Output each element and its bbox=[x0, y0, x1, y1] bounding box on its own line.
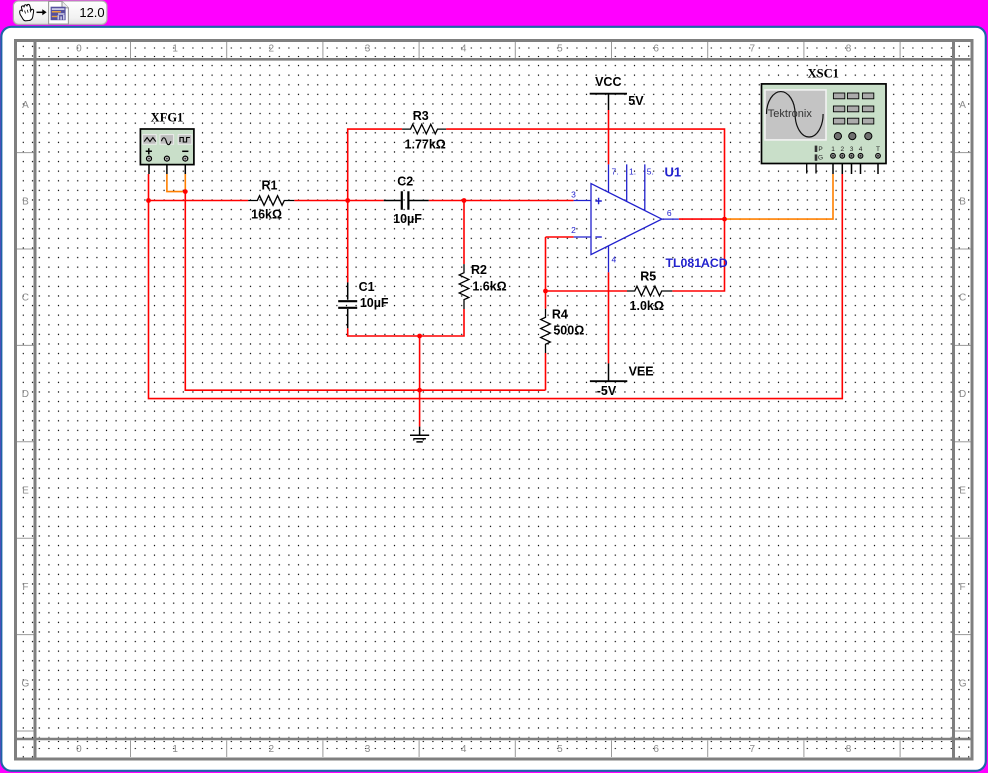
svg-text:3: 3 bbox=[365, 744, 371, 755]
svg-text:10µF: 10µF bbox=[360, 296, 389, 310]
svg-text:G: G bbox=[818, 155, 823, 162]
svg-text:1.77kΩ: 1.77kΩ bbox=[405, 137, 446, 151]
svg-text:5: 5 bbox=[557, 44, 563, 55]
svg-text:1.: 1. bbox=[629, 167, 636, 177]
svg-text:T: T bbox=[876, 146, 880, 153]
svg-text:F: F bbox=[22, 582, 28, 593]
svg-text:2: 2 bbox=[269, 744, 275, 755]
svg-text:R2: R2 bbox=[471, 263, 487, 277]
svg-text:4: 4 bbox=[612, 255, 617, 265]
svg-text:3: 3 bbox=[850, 146, 854, 153]
svg-text:5: 5 bbox=[557, 744, 563, 755]
svg-text:4: 4 bbox=[461, 44, 467, 55]
svg-text:E: E bbox=[22, 486, 29, 497]
svg-text:R3: R3 bbox=[413, 109, 429, 123]
svg-text:4: 4 bbox=[859, 146, 863, 153]
svg-text:0: 0 bbox=[76, 744, 82, 755]
svg-text:1: 1 bbox=[831, 146, 835, 153]
svg-text:R1: R1 bbox=[262, 178, 278, 192]
svg-text:E: E bbox=[959, 486, 966, 497]
svg-text:1: 1 bbox=[172, 44, 178, 55]
svg-text:8: 8 bbox=[846, 44, 852, 55]
svg-text:16kΩ: 16kΩ bbox=[251, 208, 282, 222]
svg-text:3: 3 bbox=[365, 44, 371, 55]
svg-text:6: 6 bbox=[667, 208, 672, 218]
svg-text:F: F bbox=[960, 582, 966, 593]
svg-text:12.0: 12.0 bbox=[79, 5, 104, 20]
svg-text:7: 7 bbox=[750, 44, 756, 55]
svg-text:3: 3 bbox=[571, 190, 576, 200]
svg-text:G: G bbox=[959, 678, 967, 689]
svg-text:XFG1: XFG1 bbox=[151, 111, 184, 125]
svg-text:D: D bbox=[22, 389, 29, 400]
svg-text:P: P bbox=[818, 146, 822, 153]
svg-text:Tektronix: Tektronix bbox=[768, 108, 813, 120]
svg-text:6: 6 bbox=[653, 44, 659, 55]
svg-text:B: B bbox=[22, 196, 29, 207]
svg-text:C: C bbox=[22, 293, 29, 304]
svg-text:6: 6 bbox=[653, 744, 659, 755]
svg-text:1.0kΩ: 1.0kΩ bbox=[630, 299, 664, 313]
svg-text:C: C bbox=[959, 293, 966, 304]
svg-text:2: 2 bbox=[840, 146, 844, 153]
svg-text:R5: R5 bbox=[640, 270, 656, 284]
svg-text:7.: 7. bbox=[612, 167, 619, 177]
svg-text:U1: U1 bbox=[665, 165, 682, 180]
svg-text:1.6kΩ: 1.6kΩ bbox=[472, 280, 506, 294]
svg-text:1: 1 bbox=[172, 744, 178, 755]
svg-text:5V: 5V bbox=[628, 94, 644, 108]
svg-text:-5V: -5V bbox=[597, 384, 617, 398]
svg-text:2: 2 bbox=[571, 225, 576, 235]
svg-text:2: 2 bbox=[269, 44, 275, 55]
svg-text:7: 7 bbox=[750, 744, 756, 755]
svg-text:R4: R4 bbox=[552, 308, 568, 322]
svg-text:C2: C2 bbox=[397, 174, 413, 188]
svg-text:G: G bbox=[22, 678, 30, 689]
svg-text:500Ω: 500Ω bbox=[553, 323, 584, 337]
svg-text:VEE: VEE bbox=[629, 365, 654, 379]
svg-text:XSC1: XSC1 bbox=[808, 66, 839, 80]
svg-text:B: B bbox=[959, 196, 966, 207]
svg-text:8: 8 bbox=[846, 744, 852, 755]
svg-text:D: D bbox=[959, 389, 966, 400]
svg-text:VCC: VCC bbox=[595, 75, 621, 89]
svg-text:C1: C1 bbox=[359, 280, 375, 294]
svg-text:TL081ACD: TL081ACD bbox=[666, 256, 728, 270]
svg-text:10µF: 10µF bbox=[393, 212, 422, 226]
svg-text:5.: 5. bbox=[647, 167, 654, 177]
svg-text:A: A bbox=[22, 100, 29, 111]
svg-text:0: 0 bbox=[76, 44, 82, 55]
svg-text:A: A bbox=[959, 100, 966, 111]
svg-text:4: 4 bbox=[461, 744, 467, 755]
